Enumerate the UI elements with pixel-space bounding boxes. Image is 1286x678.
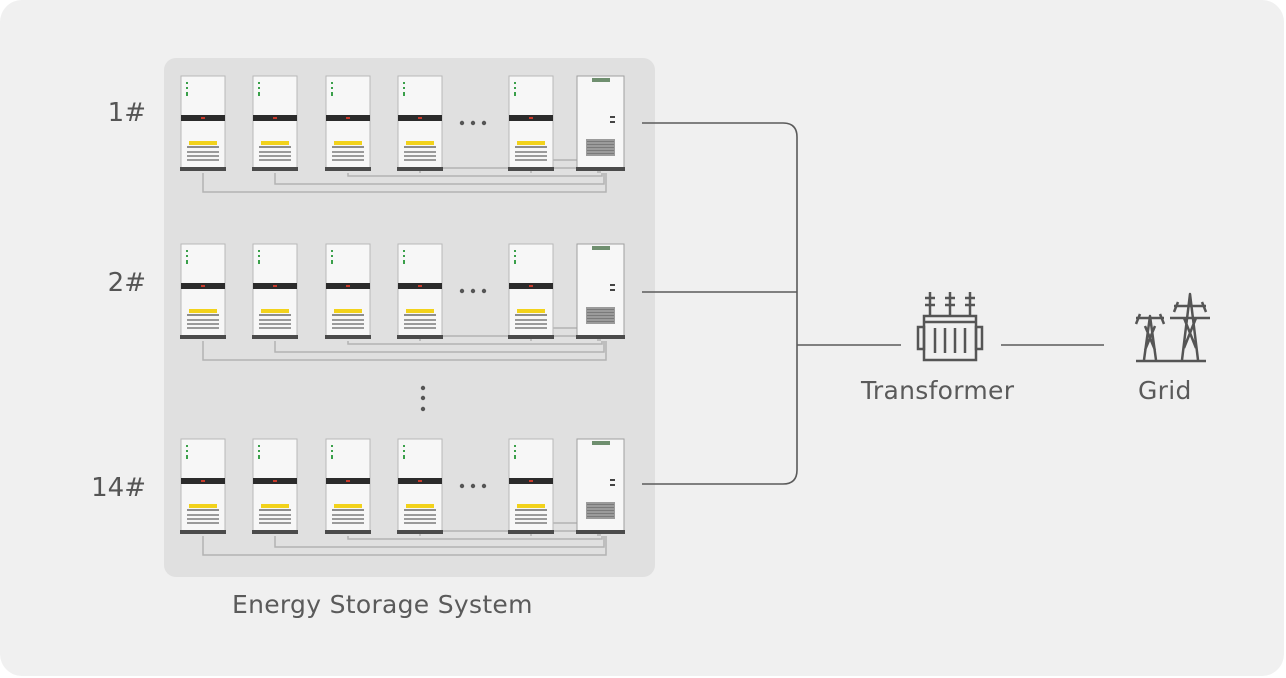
battery-module (397, 438, 443, 534)
pcs-cabinet (576, 75, 625, 171)
energy-storage-system-caption: Energy Storage System (232, 590, 533, 619)
row-label-1: 1# (107, 98, 146, 128)
power-tower-icon (1134, 292, 1210, 363)
row-ellipsis (459, 483, 487, 489)
grid-caption: Grid (1138, 376, 1192, 405)
battery-module (508, 243, 554, 339)
battery-module (325, 438, 371, 534)
row-label-2: 2# (107, 268, 146, 298)
row-label-14: 14# (91, 473, 146, 503)
battery-module (180, 438, 226, 534)
row-ellipsis (459, 288, 487, 294)
battery-module (252, 438, 298, 534)
rows-ellipsis (420, 385, 426, 412)
transformer-icon (916, 292, 984, 362)
battery-module (397, 243, 443, 339)
battery-module (180, 243, 226, 339)
ess-row-1 (180, 75, 625, 193)
battery-module (252, 243, 298, 339)
battery-module (325, 75, 371, 171)
row-ellipsis (459, 120, 487, 126)
transformer-caption: Transformer (861, 376, 1015, 405)
ess-row-2 (180, 243, 625, 361)
pcs-cabinet (576, 243, 625, 339)
battery-module (252, 75, 298, 171)
battery-module (325, 243, 371, 339)
ess-row-3 (180, 438, 625, 556)
pcs-cabinet (576, 438, 625, 534)
battery-module (508, 438, 554, 534)
battery-module (397, 75, 443, 171)
ac-bus (642, 122, 1104, 485)
battery-module (180, 75, 226, 171)
battery-module (508, 75, 554, 171)
